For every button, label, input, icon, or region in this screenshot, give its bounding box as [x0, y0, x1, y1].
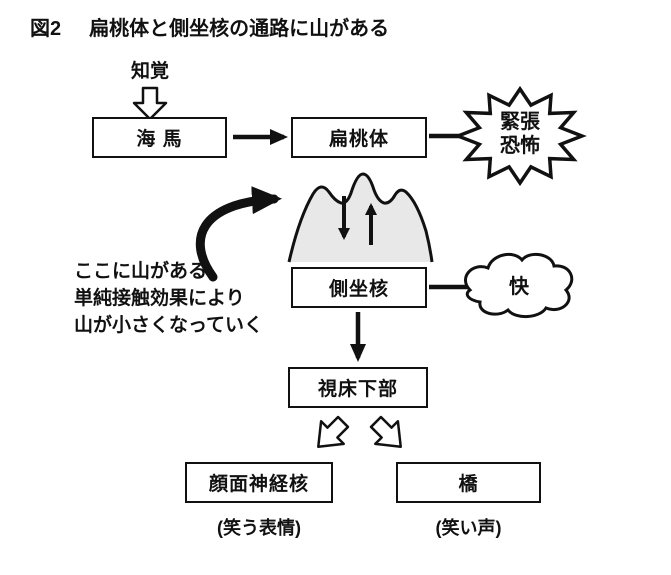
perception-down-arrow [132, 86, 168, 121]
annotation-line-2: 単純接触効果により [74, 288, 245, 309]
arrow-to-facial-nucleus [317, 415, 350, 448]
arrow-to-pons [369, 415, 402, 448]
fear-line-1: 緊張 [500, 111, 540, 133]
figure-title: 図2 扁桃体と側坐核の通路に山がある [30, 12, 389, 41]
annotation-line-1: ここに山がある [74, 261, 208, 282]
pons-node: 橋 [396, 462, 541, 503]
figure-title-text: 扁桃体と側坐核の通路に山がある [89, 18, 390, 40]
mountain-shape [287, 172, 434, 263]
perception-label: 知覚 [130, 61, 169, 82]
annotation-line-3: 山が小さくなっていく [74, 315, 264, 336]
amygdala-node: 扁桃体 [291, 117, 427, 158]
hippocampus-node: 海 馬 [92, 117, 227, 158]
fear-starburst-shape [453, 85, 587, 187]
fear-line-2: 恐怖 [500, 135, 540, 157]
figure-label: 図2 [30, 18, 62, 40]
fear-bubble-text: 緊張 恐怖 [472, 110, 568, 158]
pons-caption: (笑い声) [435, 518, 502, 538]
hypothalamus-node: 視床下部 [288, 367, 428, 408]
pleasure-bubble-text: 快 [509, 276, 529, 298]
facial-caption: (笑う表情) [217, 518, 301, 538]
facial-nucleus-node: 顔面神経核 [185, 462, 333, 503]
pleasure-cloud-shape [464, 252, 574, 318]
curved-annotation-arrow [195, 186, 282, 282]
accumbens-node: 側坐核 [291, 267, 427, 308]
mountain-annotation: ここに山がある 単純接触効果により 山が小さくなっていく [74, 258, 263, 339]
